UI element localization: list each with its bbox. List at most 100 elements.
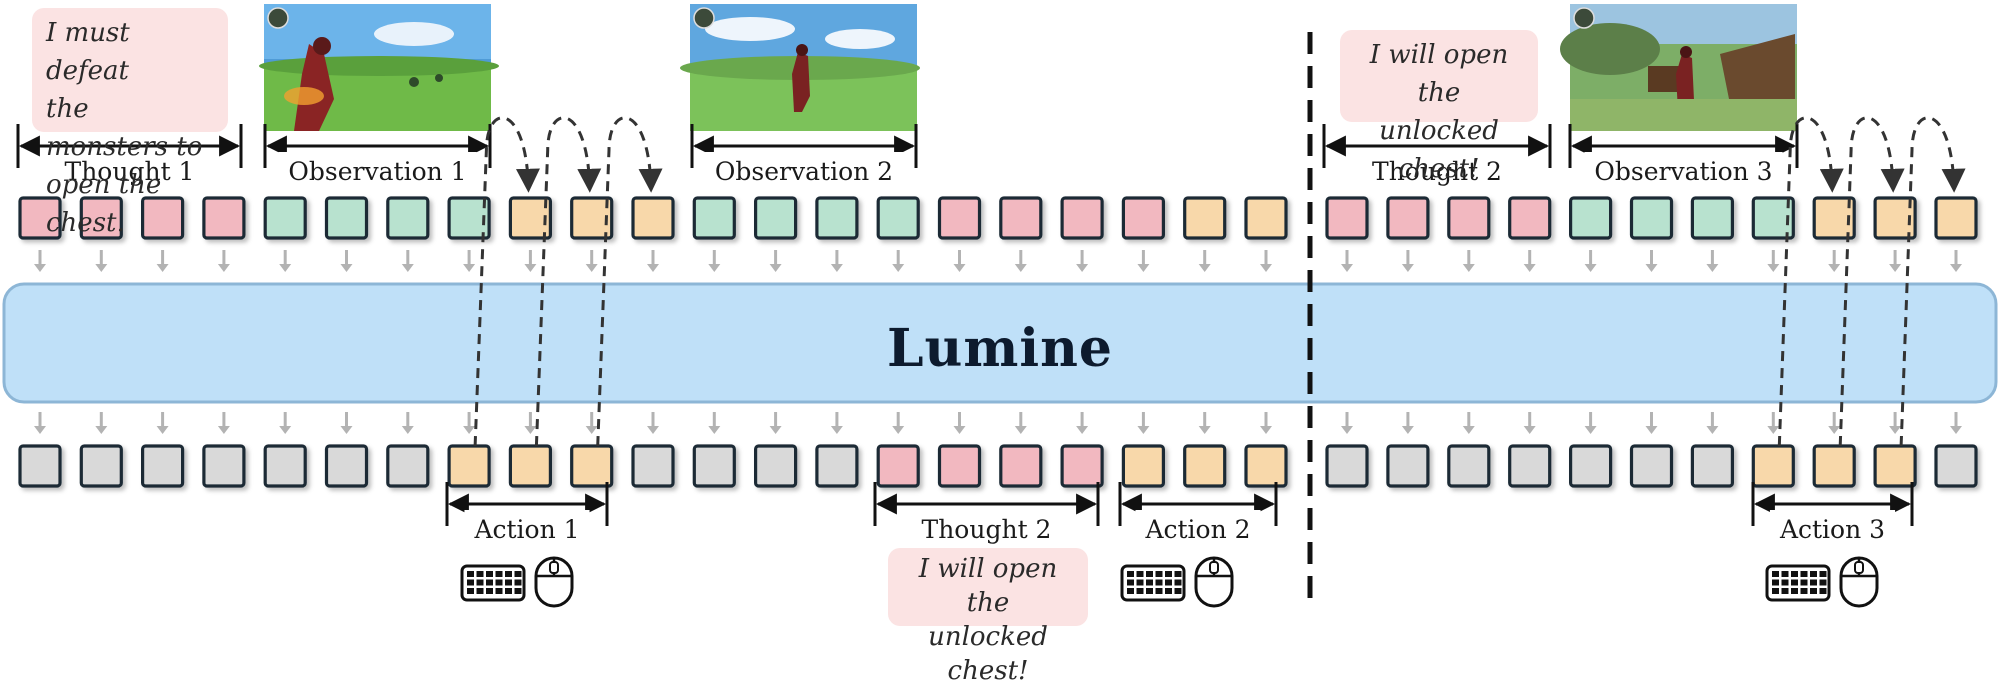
keyboard-key [1146, 579, 1153, 586]
keyboard-key [1800, 571, 1808, 577]
keyboard-key [505, 588, 512, 594]
output-token-empty [1447, 444, 1491, 488]
input-token-action [1244, 196, 1288, 240]
input-flow-arrow-head [1767, 264, 1780, 272]
keyboard-key [1819, 571, 1827, 577]
output-token-thought [999, 444, 1043, 488]
keyboard-key [1810, 579, 1817, 586]
keyboard-key [1791, 579, 1798, 586]
output-flow-arrow-head [217, 426, 230, 434]
top-bracket-4-label: Thought 2 [1372, 157, 1502, 186]
bottom-bracket-4-label-bg [1769, 510, 1896, 546]
output-flow-arrow-head [463, 426, 476, 434]
keyboard-key [495, 579, 503, 586]
output-flow-arrow-head [95, 426, 108, 434]
mouse-wheel [1209, 561, 1219, 574]
output-flow-arrow-head [647, 426, 659, 434]
input-flow-arrow-head [524, 264, 537, 272]
keyboard-key [1781, 588, 1789, 594]
keyboard-key [514, 588, 522, 594]
keyboard-key [1772, 571, 1779, 577]
output-token-empty [753, 444, 798, 488]
output-flow-arrow-head [1889, 426, 1902, 434]
keyboard-key [476, 588, 484, 594]
keyboard-key [1800, 579, 1808, 586]
output-token-action [570, 444, 614, 488]
input-flow-arrow-head [708, 264, 721, 272]
lumine-model-bar [2, 282, 1998, 404]
input-token-action [508, 196, 552, 240]
output-token-action [1812, 444, 1856, 488]
input-flow-arrow-head [1076, 264, 1089, 272]
bottom-bracket-1-label: Action 1 [473, 515, 579, 544]
output-flow-arrow-head [830, 426, 843, 434]
top-bracket-1-label-bg [54, 152, 205, 188]
keyboard-key [1772, 579, 1779, 586]
bottom-bracket-1-label-bg [464, 510, 590, 546]
input-flow-arrow-head [1950, 264, 1962, 272]
output-token-empty [692, 444, 736, 488]
keyboard-key [1810, 588, 1817, 594]
top-bracket-1: Thought 1 [16, 124, 243, 188]
keyboard-key [1146, 571, 1153, 577]
action-1-input-devices [460, 556, 574, 608]
bottom-bracket-2-label: Thought 2 [922, 515, 1052, 544]
input-token-action [631, 196, 675, 240]
output-flow-arrow-head [769, 426, 782, 434]
thought-2-top-bubble: I will open the unlocked chest! [1340, 30, 1538, 184]
top-bracket-3: Observation 2 [690, 124, 918, 188]
input-flow-arrow-head [1523, 264, 1536, 272]
input-flow-arrow-head [217, 264, 230, 272]
keyboard-key [467, 571, 474, 577]
top-bracket-2-label-bg [278, 152, 477, 188]
keyboard-key [1165, 571, 1172, 577]
output-token-action [1873, 444, 1917, 488]
output-token-action [1183, 444, 1227, 488]
input-flow-arrow-head [1014, 264, 1027, 272]
input-token-observation [386, 196, 430, 240]
input-token-thought [1121, 196, 1166, 240]
keyboard-key [1155, 588, 1163, 594]
output-token-empty [1508, 444, 1552, 488]
game-screenshot-2 [680, 4, 920, 131]
bottom-bracket-3: Action 2 [1118, 482, 1278, 546]
input-flow-arrow-head [401, 264, 414, 272]
input-flow-arrow-head [1401, 264, 1414, 272]
keyboard-key [1165, 579, 1172, 586]
output-token-action [447, 444, 491, 488]
bubble-line: the monsters to [46, 94, 203, 162]
top-bracket-4: Thought 2 [1322, 124, 1552, 188]
input-token-observation [447, 196, 491, 240]
output-token-action [508, 444, 552, 488]
diagram-canvas: Thought 1 Observation 1 Observation 2 Thoug… [2, 4, 1998, 608]
input-flow-arrow-head [156, 264, 169, 272]
keyboard-key [1127, 579, 1134, 586]
output-flow-arrow-head [708, 426, 721, 434]
output-token-empty [263, 444, 307, 488]
bubble-line: I must defeat [46, 18, 130, 86]
input-flow-arrow-head [1889, 264, 1902, 272]
top-bracket-2-label: Observation 1 [288, 157, 466, 186]
input-flow-arrow-head [1260, 264, 1272, 272]
input-flow-arrow-head [647, 264, 659, 272]
input-token-action [1183, 196, 1227, 240]
keyboard-key [495, 571, 503, 577]
bubble-line: open the chest. [46, 170, 162, 238]
model-name: Lumine [886, 318, 1114, 379]
keyboard-key [1791, 571, 1798, 577]
keyboard-key [1791, 588, 1798, 594]
input-flow-arrow-head [769, 264, 782, 272]
output-token-empty [141, 444, 185, 488]
output-flow-arrow-head [1950, 426, 1962, 434]
input-flow-arrow-head [34, 264, 46, 272]
keyboard-key [1127, 571, 1134, 577]
output-token-empty [1386, 444, 1430, 488]
input-token-thought [1325, 196, 1369, 240]
keyboard-key [495, 588, 503, 594]
output-flow-arrow-head [156, 426, 169, 434]
output-token-action [1121, 444, 1166, 488]
keyboard-key [1136, 571, 1144, 577]
game-screenshot-3 [1560, 4, 1797, 131]
input-token-action [1812, 196, 1856, 240]
mouse-wheel [1854, 561, 1864, 574]
